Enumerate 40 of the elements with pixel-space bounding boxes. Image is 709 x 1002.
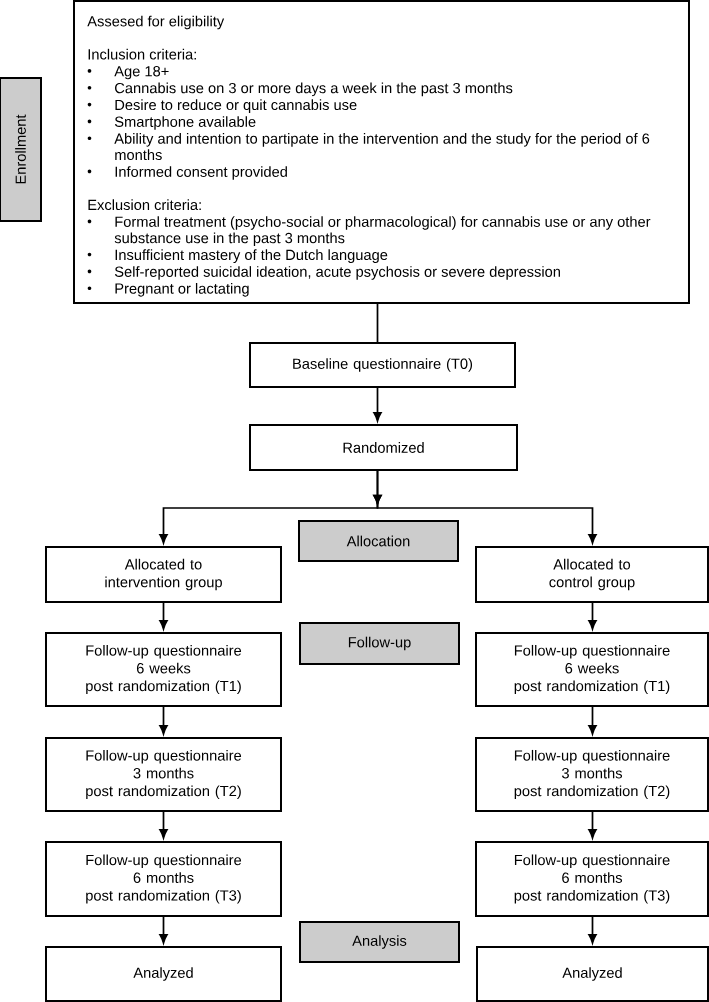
- list-item: Self-reported suicidal ideation, acute psychosis or severe depression: [114, 266, 560, 280]
- process-box: Analyzed: [476, 946, 709, 1002]
- arrow: [159, 706, 168, 735]
- process-box: Allocated to intervention group: [45, 546, 282, 603]
- arrow: [159, 916, 168, 944]
- arrow: [373, 470, 597, 544]
- list-item: Informed consent provided: [115, 166, 287, 180]
- arrow: [588, 811, 597, 839]
- stage-label: Enrollment: [0, 77, 42, 222]
- stage-label: Allocation: [298, 520, 459, 562]
- process-box: Allocated to control group: [475, 546, 709, 603]
- list-item: Insufficient mastery of the Dutch language: [115, 249, 388, 263]
- process-box: Follow-up questionnaire 6 months post randomization (T3): [475, 841, 709, 917]
- arrow: [373, 387, 382, 422]
- process-box: Follow-up questionnaire 6 weeks post randomization (T1): [475, 632, 709, 707]
- arrow: [159, 811, 168, 839]
- process-box: Randomized: [249, 424, 518, 471]
- stage-label: Follow-up: [299, 622, 460, 665]
- list-item: Desire to reduce or quit cannabis use: [115, 99, 357, 113]
- list-heading: Exclusion criteria:: [88, 199, 201, 211]
- arrow: [588, 706, 597, 735]
- arrow: [588, 602, 597, 630]
- process-box: Baseline questionnaire (T0): [249, 342, 516, 388]
- process-box: Analyzed: [45, 946, 282, 1002]
- list-item: Age 18+: [114, 66, 169, 80]
- stage-label: Analysis: [299, 921, 460, 963]
- process-box: Follow-up questionnaire 6 weeks post randomization (T1): [45, 632, 282, 707]
- list-heading: Inclusion criteria:: [88, 48, 196, 60]
- process-box: Follow-up questionnaire 3 months post randomization (T2): [475, 737, 709, 812]
- list-item: Smartphone available: [114, 116, 256, 130]
- list-item: Cannabis use on 3 or more days a week in the past 3 months: [115, 82, 513, 97]
- list-item: Ability and intention to partipate in the intervention and the study for the period of 6 months: [114, 133, 650, 161]
- list-item: Pregnant or lactating: [115, 282, 249, 297]
- list-item: Formal treatment (psycho-social or pharmacological) for cannabis use or any other substance use in the past 3 months: [114, 216, 651, 247]
- process-box: Follow-up questionnaire 3 months post randomization (T2): [45, 737, 282, 812]
- arrow: [159, 602, 168, 630]
- connector-line: [376, 303, 379, 343]
- process-box: Follow-up questionnaire 6 months post randomization (T3): [45, 841, 282, 917]
- box-title: Assesed for eligibility: [87, 15, 225, 30]
- arrow: [588, 916, 597, 944]
